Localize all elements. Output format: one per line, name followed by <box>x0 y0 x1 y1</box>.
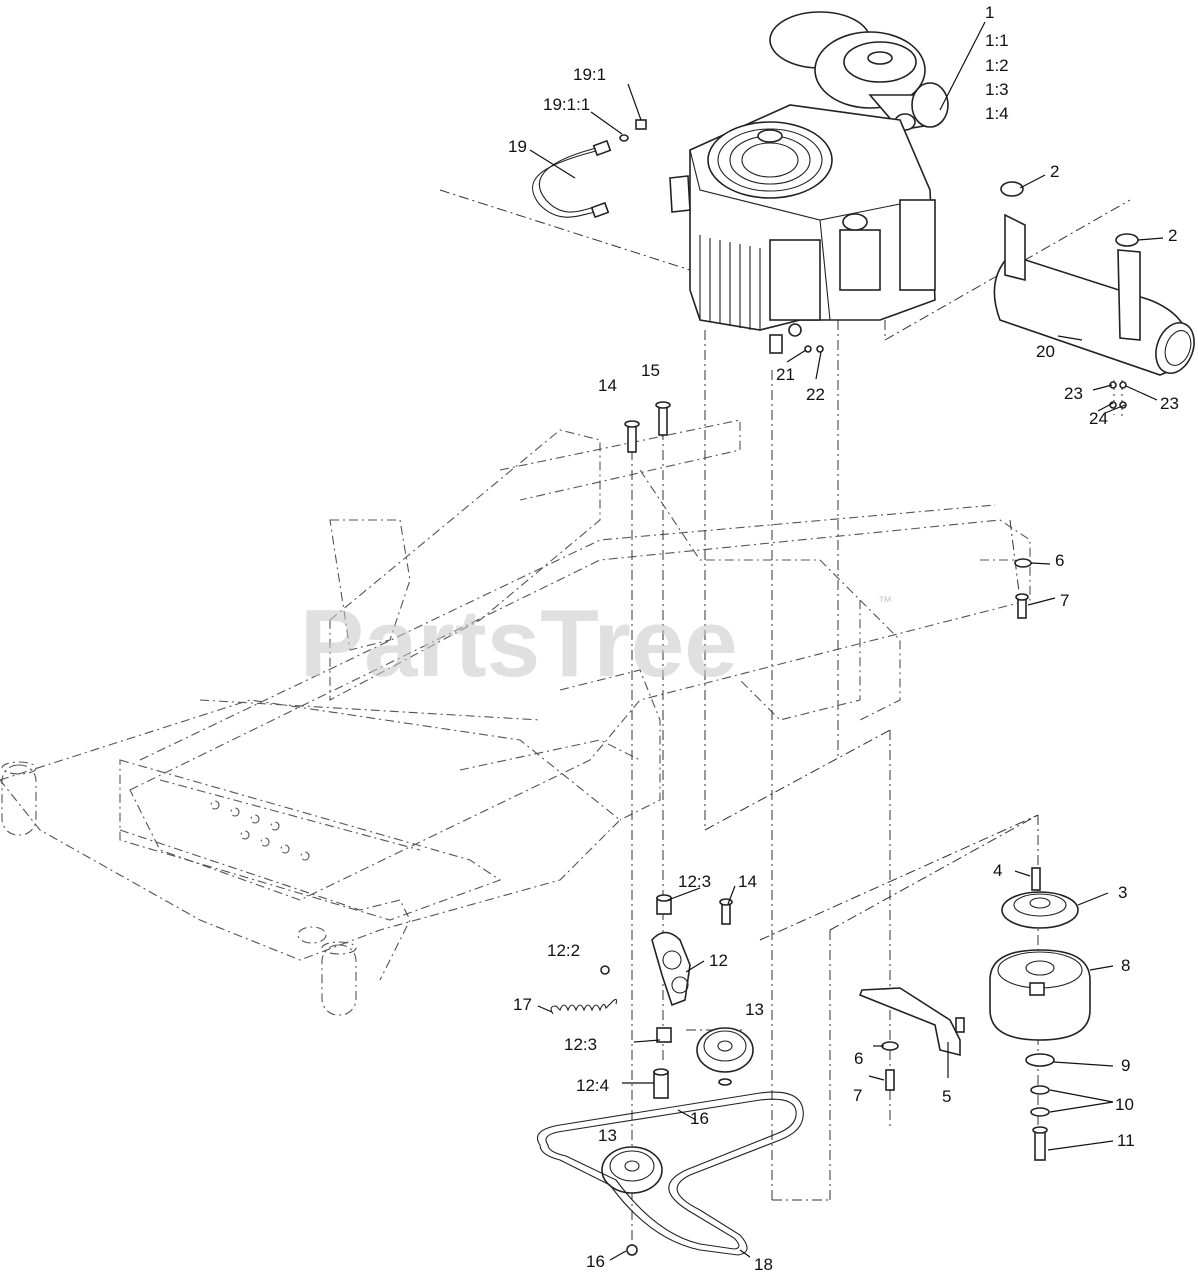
callout-8: 8 <box>1121 956 1130 975</box>
callout-14-top: 14 <box>598 376 617 395</box>
belt-18 <box>536 1091 804 1256</box>
assembly-lines <box>439 189 1131 1250</box>
callout-3: 3 <box>1118 883 1127 902</box>
engine-assembly <box>669 11 949 354</box>
callout-22: 22 <box>806 385 825 404</box>
callout-14-lower: 14 <box>738 872 757 891</box>
callout-7-lower: 7 <box>853 1086 862 1105</box>
callout-23-left: 23 <box>1064 384 1083 403</box>
callout-12-3-lower: 12:3 <box>564 1035 597 1054</box>
callout-18: 18 <box>754 1255 773 1274</box>
callout-6-top: 6 <box>1055 551 1064 570</box>
fuel-line-19 <box>532 119 647 219</box>
callout-16-upper: 16 <box>690 1109 709 1128</box>
callout-2-left: 2 <box>1050 162 1059 181</box>
callout-19-1-1: 19:1:1 <box>543 95 590 114</box>
callout-1: 1 <box>985 3 994 22</box>
callout-24: 24 <box>1089 409 1108 428</box>
callout-7-top: 7 <box>1060 591 1069 610</box>
callout-20: 20 <box>1036 342 1055 361</box>
callout-21: 21 <box>776 365 795 384</box>
callout-12: 12 <box>709 951 728 970</box>
callout-15: 15 <box>641 361 660 380</box>
callout-12-4: 12:4 <box>576 1076 609 1095</box>
callout-1-2: 1:2 <box>985 56 1009 75</box>
callout-19: 19 <box>508 137 527 156</box>
idler-arm-12 <box>600 894 733 1099</box>
spring-17 <box>550 998 618 1015</box>
fasteners-top <box>624 345 1032 619</box>
callout-23-right: 23 <box>1160 394 1179 413</box>
callout-10: 10 <box>1115 1095 1134 1114</box>
callout-13-lower: 13 <box>598 1126 617 1145</box>
callout-9: 9 <box>1121 1056 1130 1075</box>
callout-13-upper: 13 <box>745 1000 764 1019</box>
leader-lines <box>529 21 1164 1261</box>
callout-1-3: 1:3 <box>985 80 1009 99</box>
callout-11: 11 <box>1117 1131 1135 1150</box>
clutch-assembly <box>858 867 1091 1161</box>
callout-4: 4 <box>993 861 1002 880</box>
watermark-trademark: ™ <box>878 593 892 609</box>
callout-16-lower: 16 <box>586 1252 605 1271</box>
callout-1-1: 1:1 <box>985 31 1009 50</box>
callout-2-right: 2 <box>1168 226 1177 245</box>
callout-12-3-upper: 12:3 <box>678 872 711 891</box>
watermark: PartsTree ™ <box>300 590 892 697</box>
callout-6-lower: 6 <box>854 1049 863 1068</box>
watermark-text: PartsTree <box>300 590 738 697</box>
callout-17: 17 <box>513 995 532 1014</box>
callout-19-1: 19:1 <box>573 65 606 84</box>
callout-1-4: 1:4 <box>985 104 1009 123</box>
chassis-frame <box>0 419 1031 1016</box>
callout-5: 5 <box>942 1087 951 1106</box>
idler-pulley-13-upper <box>696 1027 754 1086</box>
muffler-20 <box>993 181 1195 409</box>
callout-labels: 1 1:1 1:2 1:3 1:4 2 2 19:1 19:1:1 19 20 … <box>508 3 1179 1274</box>
callout-12-2: 12:2 <box>547 941 580 960</box>
